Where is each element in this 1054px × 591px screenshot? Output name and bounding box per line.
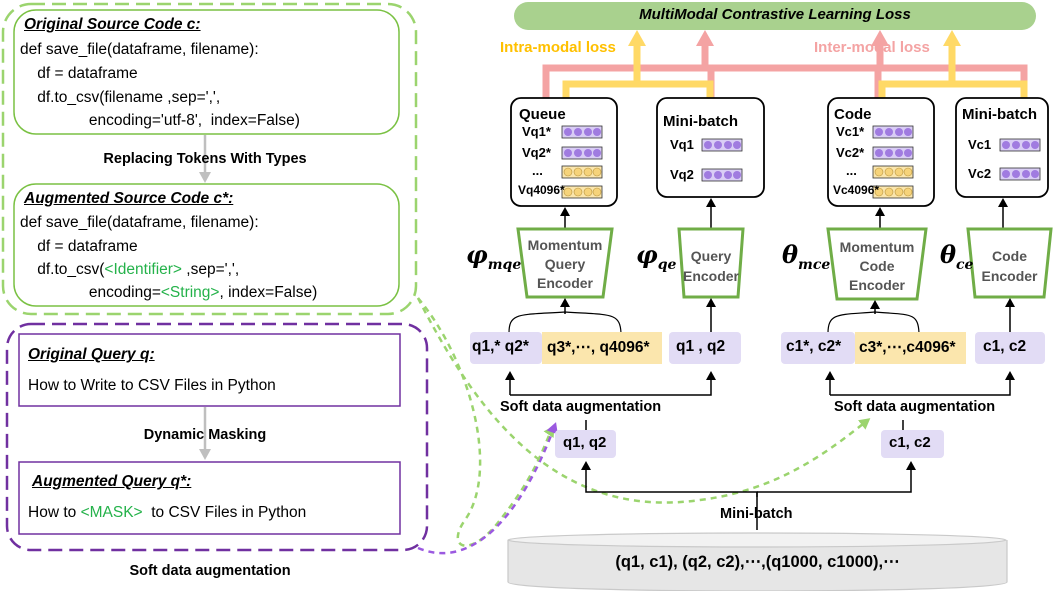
original-query-box (18, 333, 401, 407)
momentum-query-encoder-label: Momentum Query Encoder (527, 237, 603, 291)
query-panel-border (5, 322, 429, 552)
loss-title: MultiModal Contrastive Learning Loss (639, 6, 911, 23)
queue-item: ... (532, 163, 543, 178)
theta-mce-label: θmce (782, 240, 831, 273)
augmented-code-box (13, 183, 400, 307)
code-aug-connector (417, 297, 555, 547)
inter-modal-loss-label: Inter-modal loss (814, 39, 930, 56)
theta-ce-label: θce (940, 240, 974, 273)
q-star-pair-bar (470, 332, 542, 364)
queue-item: Vq4096* (518, 183, 565, 197)
code-title: Code (834, 106, 872, 123)
original-code-box (13, 9, 400, 135)
queue-item: Vq1* (522, 124, 551, 139)
original-query-title: Original Query q: (28, 346, 155, 363)
minibatch-label: Mini-batch (720, 506, 793, 522)
queue-item: Vq2* (522, 145, 551, 160)
code-panel-border (1, 2, 418, 316)
code-item: ... (846, 163, 857, 178)
augmented-query-box (18, 461, 401, 535)
c-pair-bottom-bar (881, 430, 944, 458)
soft-aug-right: Soft data augmentation (834, 399, 996, 415)
c-pair-top-bar (975, 332, 1045, 364)
loss-banner (514, 2, 1036, 30)
code-encoder-label: Code Encoder (981, 248, 1038, 284)
q-pair-top-bar (669, 332, 741, 364)
augmented-code-title: Augmented Source Code c*: (24, 190, 234, 207)
queue-title: Queue (519, 106, 566, 123)
code-encoder (966, 227, 1053, 299)
minibatch-c-title: Mini-batch (962, 106, 1037, 123)
c-star-rest-bar (855, 332, 966, 364)
augmented-query-text: How to <MASK> to CSV Files in Python (28, 504, 307, 521)
c-star-rest-text: c3*,⋯,c4096* (859, 339, 956, 356)
c-pair-bottom-text: c1, c2 (889, 434, 931, 451)
original-code-line: df = dataframe (20, 65, 138, 82)
query-aug-connector (417, 422, 558, 555)
c-pair-top-text: c1, c2 (983, 338, 1027, 355)
code-item: Vc2* (836, 145, 865, 160)
query-encoder-label: Query Encoder (682, 248, 739, 284)
original-code-line: encoding='utf-8', index=False) (20, 112, 300, 129)
dataset-text: (q1, c1), (q2, c2),⋯,(q1000, c1000),⋯ (615, 553, 900, 571)
code-item: Vc4096* (833, 183, 880, 197)
q-pair-top-text: q1 , q2 (676, 338, 726, 355)
momentum-query-encoder (516, 227, 614, 299)
phi-qe-label: φqe (636, 240, 677, 273)
minibatch-q-title: Mini-batch (663, 113, 738, 130)
minibatch-c-item: Vc1 (968, 137, 992, 152)
identifier-token: <Identifier> (104, 261, 182, 278)
q-pair-bottom-text: q1, q2 (563, 434, 607, 451)
q-star-rest-bar (542, 332, 662, 364)
augmented-code-line: df.to_csv(<Identifier> ,sep=',', (20, 261, 240, 278)
code-aug-connector-right (416, 297, 871, 504)
q-star-rest-text: q3*,⋯, q4096* (547, 339, 650, 356)
momentum-code-encoder (826, 227, 928, 301)
augmented-code-line: encoding=<String>, index=False) (20, 284, 318, 301)
augmented-query-title: Augmented Query q*: (32, 473, 192, 490)
c-star-pair-bar (781, 332, 855, 364)
minibatch-c-item: Vc2 (968, 166, 992, 181)
original-code-line: df.to_csv(filename ,sep=',', (20, 89, 221, 106)
phi-mqe-label: φmqe (466, 240, 522, 273)
original-query-text: How to Write to CSV Files in Python (28, 377, 276, 394)
dynamic-masking-label: Dynamic Masking (143, 427, 267, 443)
augmented-code-line: df = dataframe (20, 238, 138, 255)
momentum-code-encoder-label: Momentum Code Encoder (839, 239, 915, 293)
minibatch-q-item: Vq2 (670, 167, 694, 182)
soft-aug-left: Soft data augmentation (500, 399, 662, 415)
mask-token: <MASK> (80, 504, 143, 521)
augmented-code-line: def save_file(dataframe, filename): (20, 214, 259, 231)
original-code-line: def save_file(dataframe, filename): (20, 41, 259, 58)
q-star-pair-text: q1,* q2* (472, 338, 529, 355)
original-code-title: Original Source Code c: (24, 16, 201, 33)
intra-modal-loss-label: Intra-modal loss (500, 39, 616, 56)
c-star-pair-text: c1*, c2* (786, 338, 842, 355)
code-item: Vc1* (836, 124, 865, 139)
replacing-tokens-label: Replacing Tokens With Types (103, 151, 307, 167)
dataset-cylinder (507, 532, 1008, 591)
q-pair-bottom-bar (555, 430, 616, 458)
soft-aug-caption: Soft data augmentation (129, 563, 291, 579)
embedding-bars (561, 125, 1041, 199)
query-encoder (677, 227, 745, 299)
string-token: <String> (160, 284, 220, 301)
minibatch-q-item: Vq1 (670, 137, 694, 152)
